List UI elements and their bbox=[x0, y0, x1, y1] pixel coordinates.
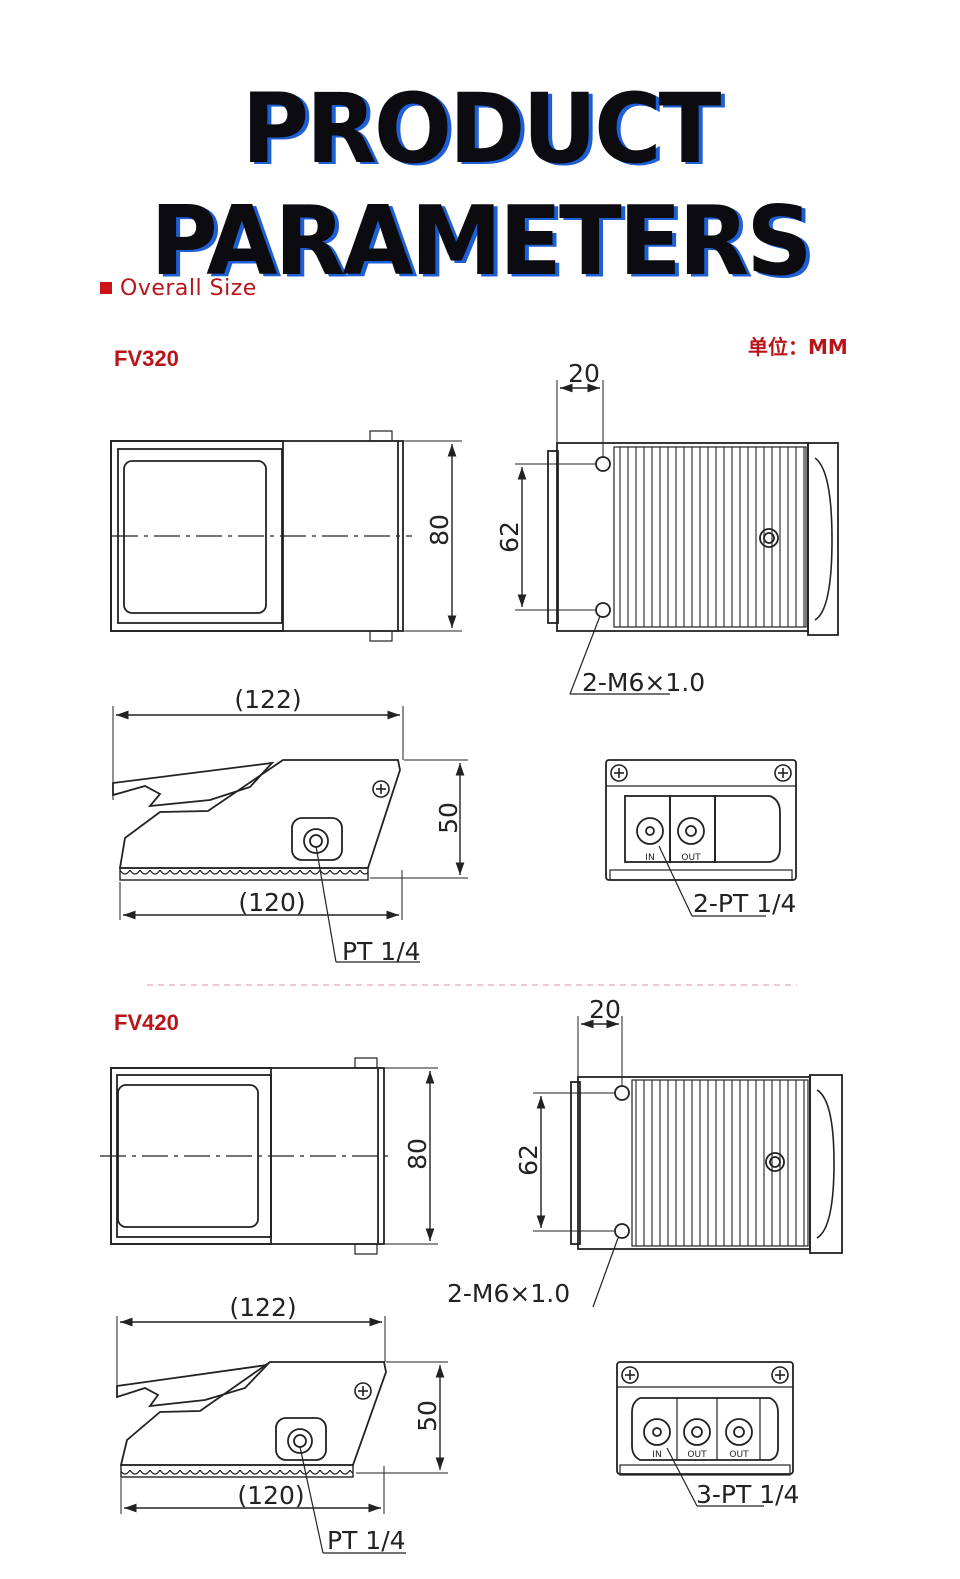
fv420-top-view bbox=[100, 1057, 438, 1255]
fv320-dim-hole-offset: 20 bbox=[568, 359, 600, 388]
fv420-port-label: OUT bbox=[687, 1450, 707, 1460]
fv420-dim-hole-offset: 20 bbox=[589, 995, 621, 1024]
fv420-dim-length-total: (122) bbox=[229, 1293, 296, 1322]
fv420-label-side-ports: 3-PT 1/4 bbox=[696, 1480, 799, 1509]
model-name-fv320: FV320 bbox=[114, 346, 179, 371]
model-name-fv420: FV420 bbox=[114, 1010, 179, 1035]
section-label: Overall Size bbox=[100, 276, 257, 301]
fv320-top-view bbox=[110, 430, 462, 642]
fv420-label-mount-holes: 2-M6×1.0 bbox=[447, 1279, 570, 1308]
fv420-dim-width: 80 bbox=[403, 1138, 432, 1170]
fv320-dim-length-total: (122) bbox=[234, 685, 301, 714]
fv420-port-label: OUT bbox=[729, 1450, 749, 1460]
unit-label: 单位：MM bbox=[748, 335, 848, 359]
fv420-dim-hole-spacing: 62 bbox=[514, 1144, 543, 1176]
bullet-square-icon bbox=[100, 282, 112, 294]
fv320-dim-hole-spacing: 62 bbox=[495, 521, 524, 553]
fv320-dim-length-base: (120) bbox=[238, 888, 305, 917]
fv320-dim-width: 80 bbox=[425, 514, 454, 546]
fv420-port-label: IN bbox=[652, 1450, 661, 1460]
fv320-label-side-ports: 2-PT 1/4 bbox=[693, 889, 796, 918]
fv320-label-mount-holes: 2-M6×1.0 bbox=[582, 668, 705, 697]
fv320-dim-height: 50 bbox=[434, 802, 463, 834]
fv420-dim-length-base: (120) bbox=[237, 1481, 304, 1510]
fv320-port-label: IN bbox=[645, 853, 654, 863]
fv420-dim-height: 50 bbox=[413, 1400, 442, 1432]
fv420-side-view bbox=[116, 1316, 448, 1554]
fv320-bottom-view bbox=[515, 380, 839, 695]
fv420-bottom-view bbox=[533, 1016, 843, 1308]
fv420-end-view bbox=[616, 1361, 794, 1507]
fv420-label-port: PT 1/4 bbox=[327, 1526, 406, 1555]
fv320-end-view bbox=[605, 759, 797, 917]
section-label-text: Overall Size bbox=[120, 276, 257, 301]
page-title: PRODUCT PARAMETERS bbox=[150, 72, 812, 298]
fv320-port-label: OUT bbox=[681, 853, 701, 863]
fv320-label-port: PT 1/4 bbox=[342, 937, 421, 966]
fv320-side-view bbox=[112, 706, 468, 963]
